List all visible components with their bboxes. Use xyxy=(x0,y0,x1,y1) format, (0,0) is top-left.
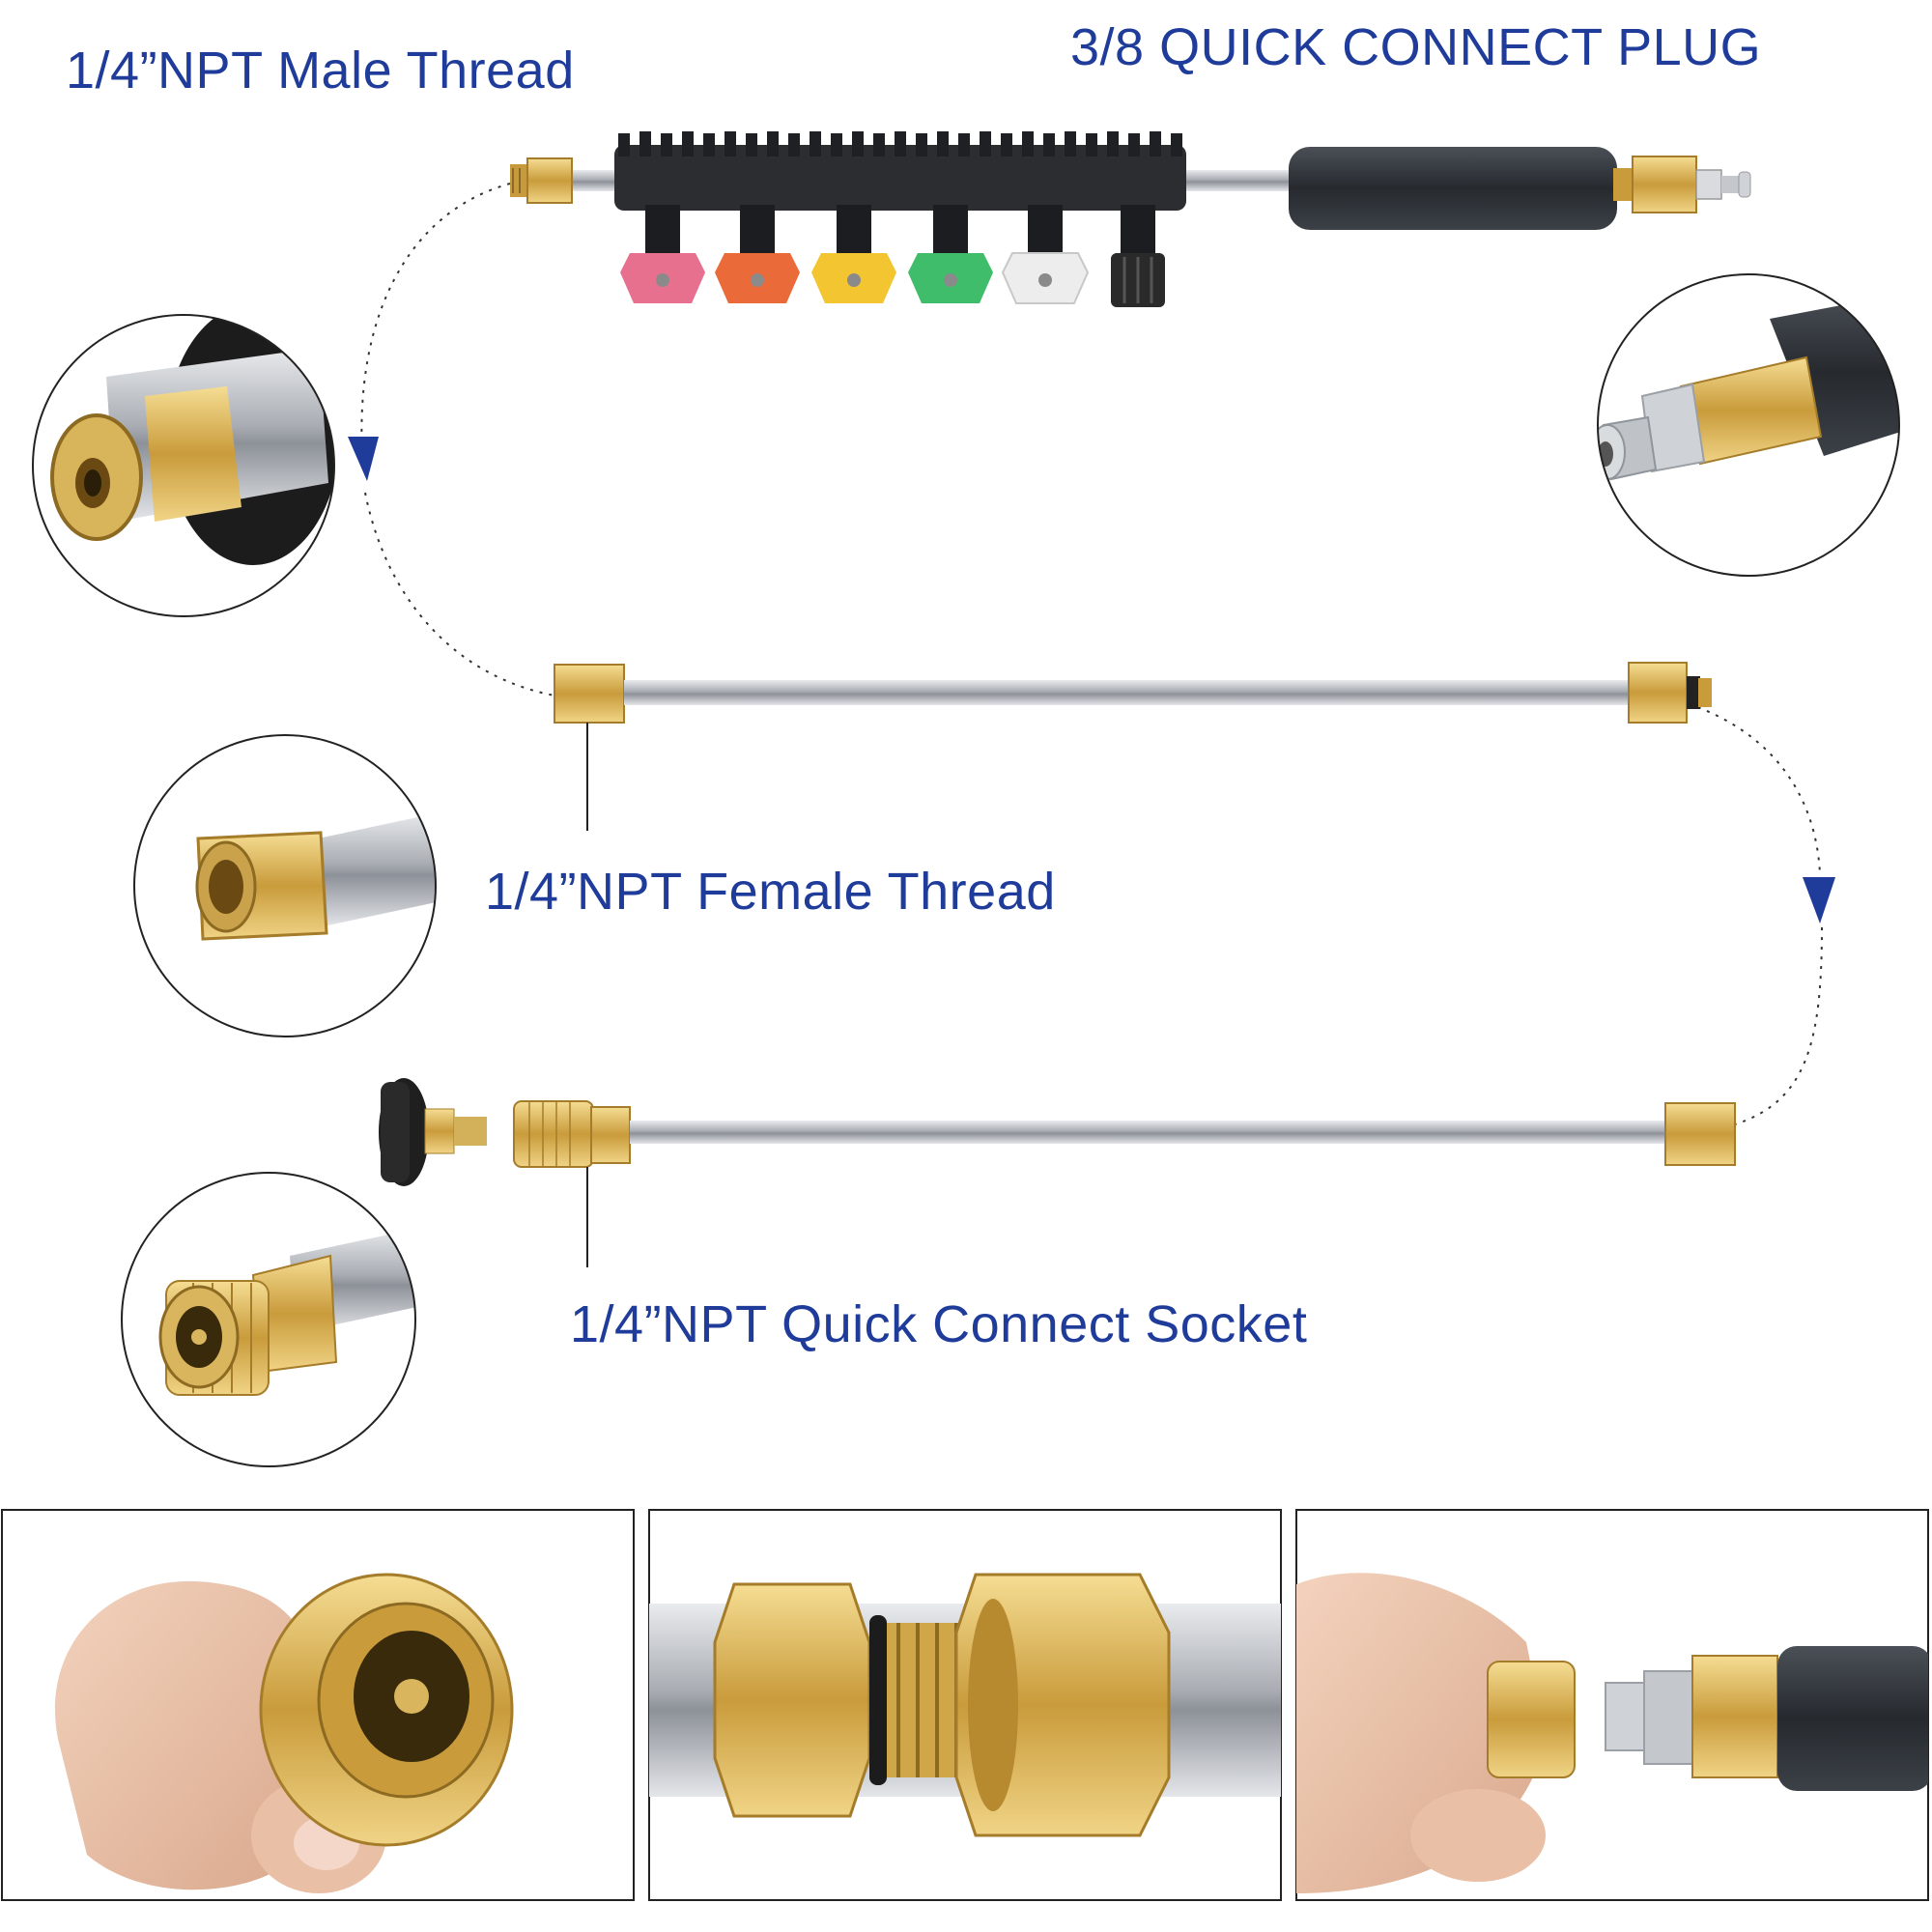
photo-panel-connecting xyxy=(1295,1509,1929,1901)
label-quick-connect-plug: 3/8 QUICK CONNECT PLUG xyxy=(1070,18,1762,76)
detail-female-thread xyxy=(133,734,437,1037)
main-wand xyxy=(510,131,1751,307)
nozzle-holder-icon xyxy=(614,131,1186,257)
arrow-down-icon xyxy=(348,437,379,481)
photo-panel-hand-socket xyxy=(1,1509,635,1901)
photo-panel-thread-closeup xyxy=(648,1509,1282,1901)
spray-nozzles xyxy=(620,252,1165,307)
extension-wand-icon xyxy=(554,662,1712,831)
detail-quick-connect-plug xyxy=(1597,273,1900,577)
label-female-thread: 1/4”NPT Female Thread xyxy=(485,863,1056,921)
detail-male-thread xyxy=(32,314,335,617)
hand-icon xyxy=(1296,1573,1546,1893)
detail-quick-connect-socket xyxy=(121,1172,416,1467)
arrow-down-icon xyxy=(1803,877,1835,923)
label-quick-connect-socket: 1/4”NPT Quick Connect Socket xyxy=(570,1295,1308,1353)
dotted-connectors xyxy=(360,183,1823,1125)
label-male-thread: 1/4”NPT Male Thread xyxy=(66,42,575,99)
quick-connect-socket-icon xyxy=(379,1078,1736,1267)
